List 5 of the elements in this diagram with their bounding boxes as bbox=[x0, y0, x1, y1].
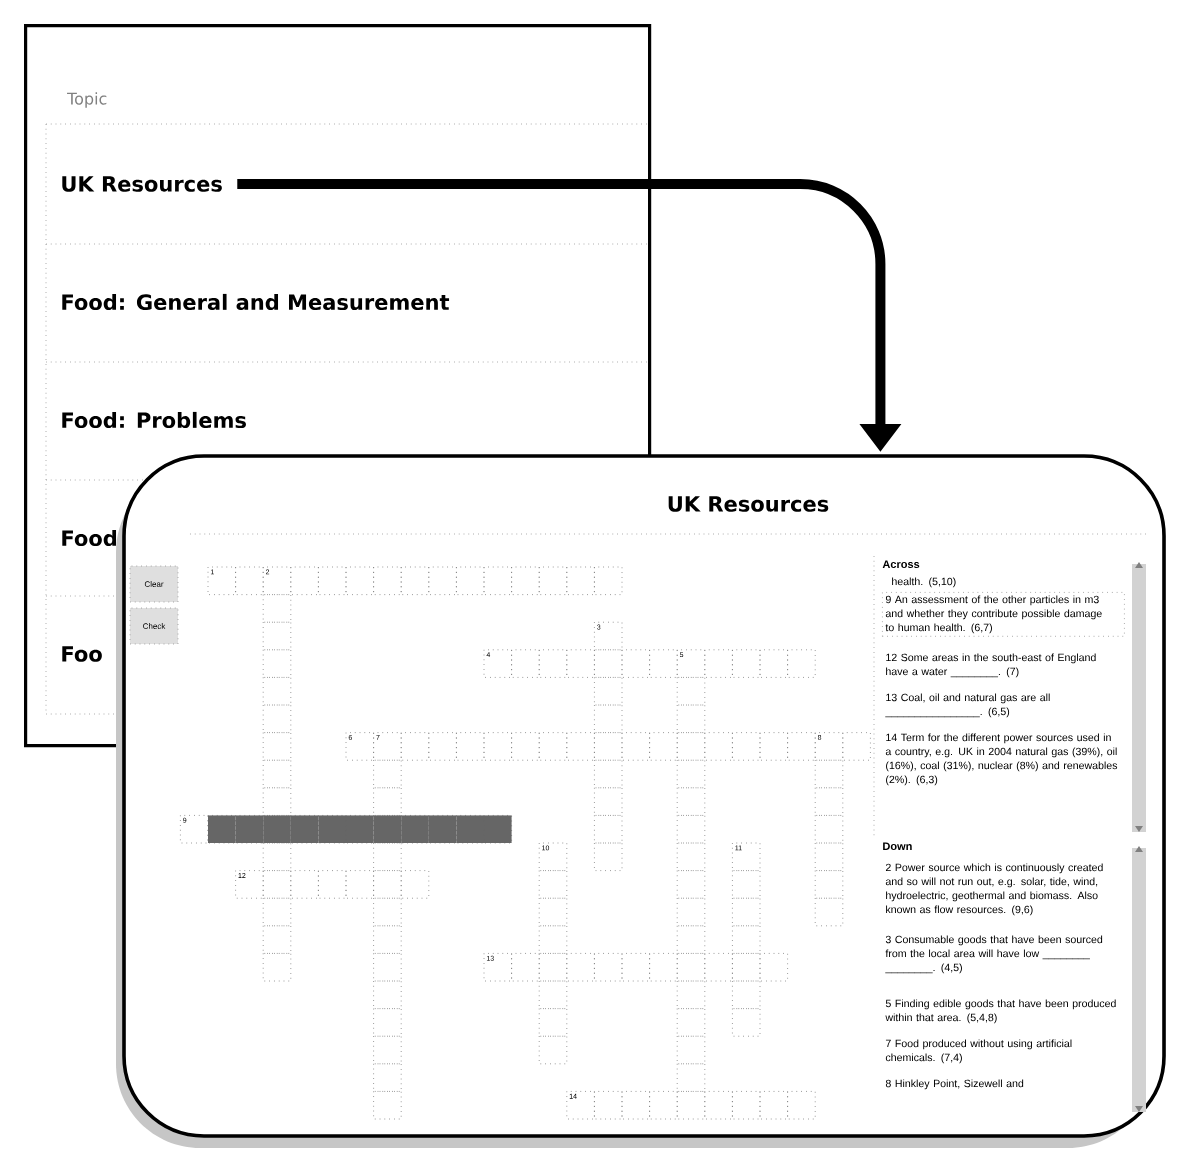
topic-item: Food: General and Measurement bbox=[62, 293, 450, 311]
topic-item: Foo bbox=[62, 646, 102, 662]
topic-item: Food bbox=[62, 529, 117, 547]
topic-item: UK Resources bbox=[62, 176, 222, 192]
topic-item: Food: Problems bbox=[62, 411, 246, 429]
